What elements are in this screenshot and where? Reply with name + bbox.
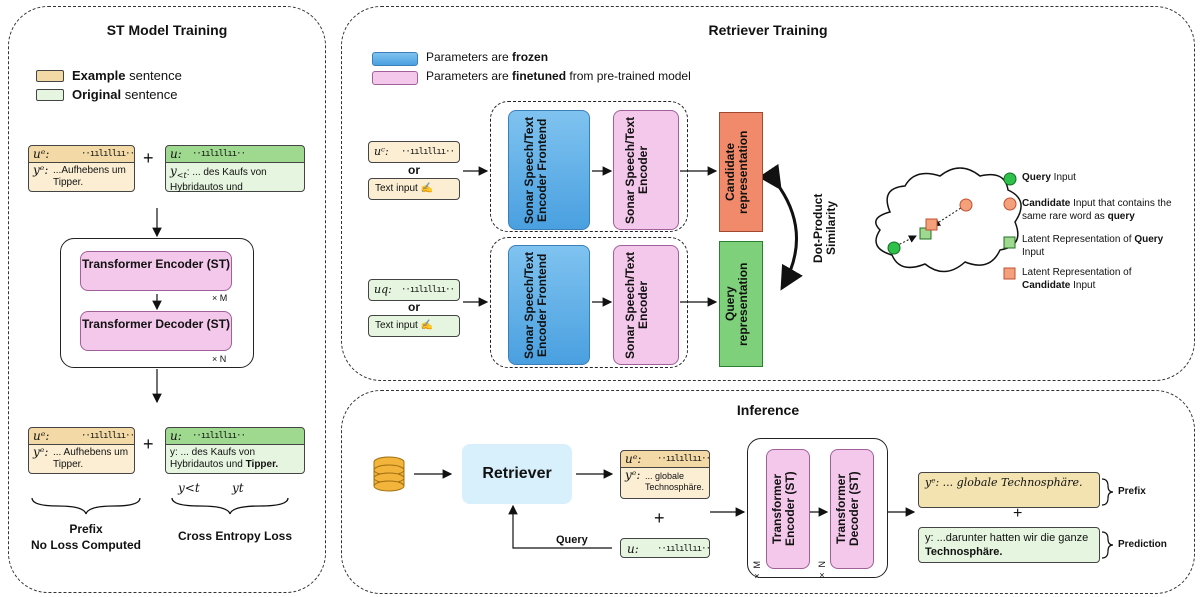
legend-query-input: Query Input	[1022, 172, 1076, 183]
no-loss-label: No Loss Computed	[31, 538, 141, 552]
transformer-block	[60, 238, 254, 368]
plus-sign: +	[143, 148, 154, 168]
legend-query-latent: Latent Representation of Query Input	[1022, 234, 1164, 258]
prefix-label: Prefix	[69, 522, 103, 536]
query-representation: Query representation	[719, 241, 763, 367]
retriever-box: Retriever	[462, 444, 572, 504]
inference-panel	[341, 390, 1195, 594]
inf-encoder: Transformer Encoder (ST)	[766, 449, 810, 569]
st-decoder: Transformer Decoder (ST)	[80, 311, 232, 351]
legend-candidate-input: Candidate Input that contains the same r…	[1022, 198, 1172, 222]
encoder-query: Sonar Speech/Text Encoder	[613, 245, 679, 365]
query-encoder-group	[490, 237, 688, 368]
query-label: Query	[556, 534, 588, 546]
legend-original-swatch	[36, 89, 64, 101]
or-label: or	[408, 163, 420, 177]
candidate-latent-square	[925, 218, 938, 231]
waveform-icon: ··ıılıllıı··	[401, 285, 455, 295]
frozen-swatch	[372, 52, 418, 66]
or-label-2: or	[408, 300, 420, 314]
query-dot	[887, 241, 901, 255]
st-encoder: Transformer Encoder (ST)	[80, 251, 232, 291]
waveform-icon: ··ıılıllıı··	[192, 431, 246, 441]
ye-text-row-2: yᵉ: ... Aufhebens um Tipper.	[28, 444, 135, 474]
st-title: ST Model Training	[106, 22, 228, 38]
dot-product-label: Dot-Product Similarity	[811, 193, 838, 263]
uc-input: uᶜ: ··ıılıllıı··	[368, 141, 460, 163]
ue-audio-row: uᵉ: ··ıılıllıı··	[28, 145, 135, 163]
legend-original: Original sentence	[72, 87, 178, 102]
ye-text-row: yᵉ: ...Aufhebens um Tipper.	[28, 162, 135, 192]
u-audio-row-2: u: ··ıılıllıı··	[165, 427, 305, 445]
waveform-icon: ··ıılıllıı··	[657, 454, 711, 464]
waveform-icon: ··ıılıllıı··	[81, 431, 135, 441]
cross-entropy-label: Cross Entropy Loss	[177, 529, 293, 543]
uq-input: uq: ··ıılıllıı··	[368, 279, 460, 301]
waveform-icon: ··ıılıllıı··	[81, 149, 135, 159]
encoder-candidate: Sonar Speech/Text Encoder	[613, 110, 679, 230]
yt-label: yt	[232, 481, 244, 495]
waveform-icon: ··ıılıllıı··	[192, 149, 246, 159]
candidate-representation: Candidate representation	[719, 112, 763, 232]
finetuned-legend: Parameters are finetuned from pre-traine…	[426, 69, 691, 83]
legend-example-swatch	[36, 70, 64, 82]
inference-title: Inference	[736, 402, 800, 418]
finetuned-swatch	[372, 71, 418, 85]
ylt-label: y<t	[178, 481, 200, 495]
inf-prediction-box: y: ...darunter hatten wir die ganze Tech…	[918, 527, 1100, 563]
legend-candidate-latent: Latent Representation of Candidate Input	[1022, 267, 1132, 291]
retriever-title: Retriever Training	[708, 22, 828, 38]
inf-u-row: u: ··ıılıllıı··	[620, 538, 711, 558]
pen-icon: ✍	[420, 320, 434, 331]
retriever-panel	[341, 6, 1195, 381]
u-audio-row: u: ··ıılıllıı··	[165, 145, 305, 163]
candidate-encoder-group	[490, 101, 688, 232]
inf-ue-row: uᵉ: ··ıılıllıı··	[620, 450, 711, 468]
inf-plus-2: +	[1013, 505, 1023, 522]
frozen-legend: Parameters are frozen	[426, 50, 549, 64]
text-input-candidate: Text input ✍	[368, 178, 460, 200]
ylt-text-row: y<t: ... des Kaufs von Hybridautos und	[165, 162, 305, 193]
database-icon	[373, 456, 405, 492]
candidate-dot	[959, 198, 973, 212]
xm-label: × M	[212, 293, 228, 303]
st-panel	[8, 6, 326, 593]
text-input-query: Text input ✍	[368, 315, 460, 337]
legend-example: Example sentence	[72, 68, 182, 83]
frontend-query: Sonar Speech/Text Encoder Frontend	[508, 245, 590, 365]
inf-transformer-block	[747, 438, 888, 578]
plus-sign-2: +	[143, 434, 154, 454]
waveform-icon: ··ıılıllıı··	[657, 544, 711, 554]
pen-icon: ✍	[420, 183, 434, 194]
inf-ye-row: yᵉ: ... globale Technosphäre.	[620, 467, 710, 499]
frontend-candidate: Sonar Speech/Text Encoder Frontend	[508, 110, 590, 230]
ue-audio-row-2: uᵉ: ··ıılıllıı··	[28, 427, 135, 445]
y-text-row: y: ... des Kaufs von Hybridautos und Tip…	[165, 444, 305, 474]
inf-plus: +	[654, 508, 665, 528]
inf-xn: × N	[817, 561, 827, 580]
inf-prefix-box: yᵉ: ... globale Technosphäre.	[918, 472, 1100, 508]
inf-prediction-label: Prediction	[1118, 539, 1167, 550]
xn-label: × N	[212, 354, 227, 364]
inf-xm: × M	[752, 561, 762, 581]
inf-prefix-label: Prefix	[1118, 486, 1146, 497]
waveform-icon: ··ıılıllıı··	[401, 147, 455, 157]
inf-decoder: Transformer Decoder (ST)	[830, 449, 874, 569]
